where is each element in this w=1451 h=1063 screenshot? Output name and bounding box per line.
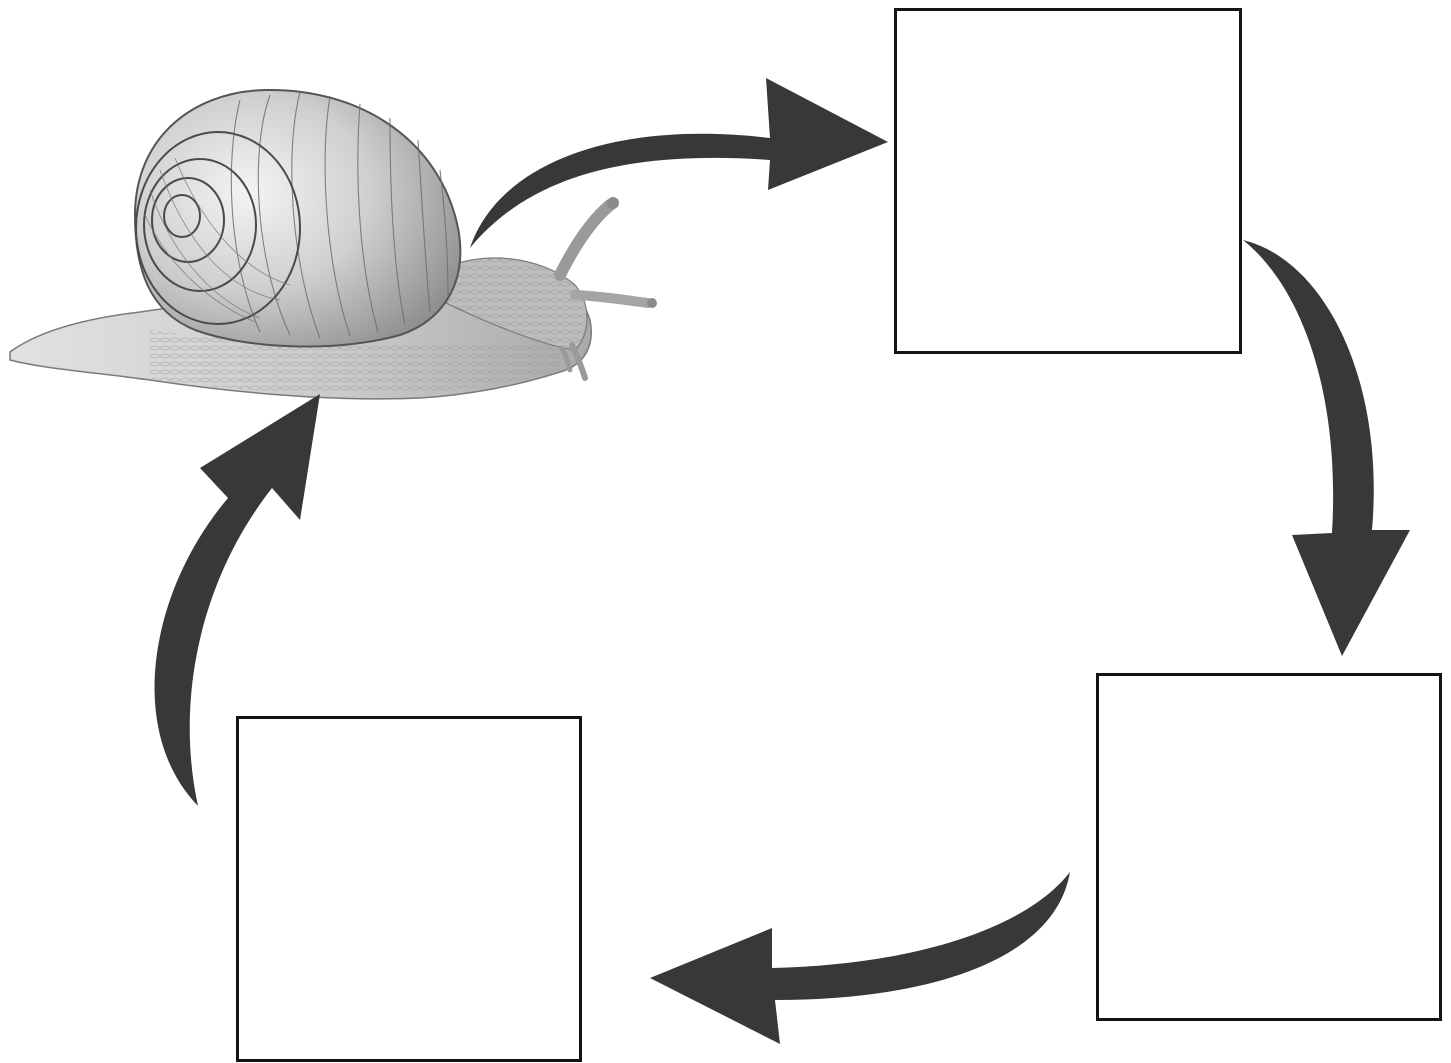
curved-arrow-right-icon <box>470 78 888 248</box>
stage-box-1[interactable] <box>894 8 1242 354</box>
curved-arrow-down-icon <box>1243 240 1410 656</box>
curved-arrow-left-icon <box>650 872 1070 1044</box>
curved-arrow-up-icon <box>154 394 320 806</box>
snail-illustration <box>9 88 657 400</box>
stage-box-2[interactable] <box>1096 673 1442 1021</box>
snail-upper-tentacle <box>554 199 616 281</box>
stage-box-3[interactable] <box>236 716 582 1062</box>
cycle-arrows <box>154 78 1410 1044</box>
snail-shell <box>133 88 462 348</box>
